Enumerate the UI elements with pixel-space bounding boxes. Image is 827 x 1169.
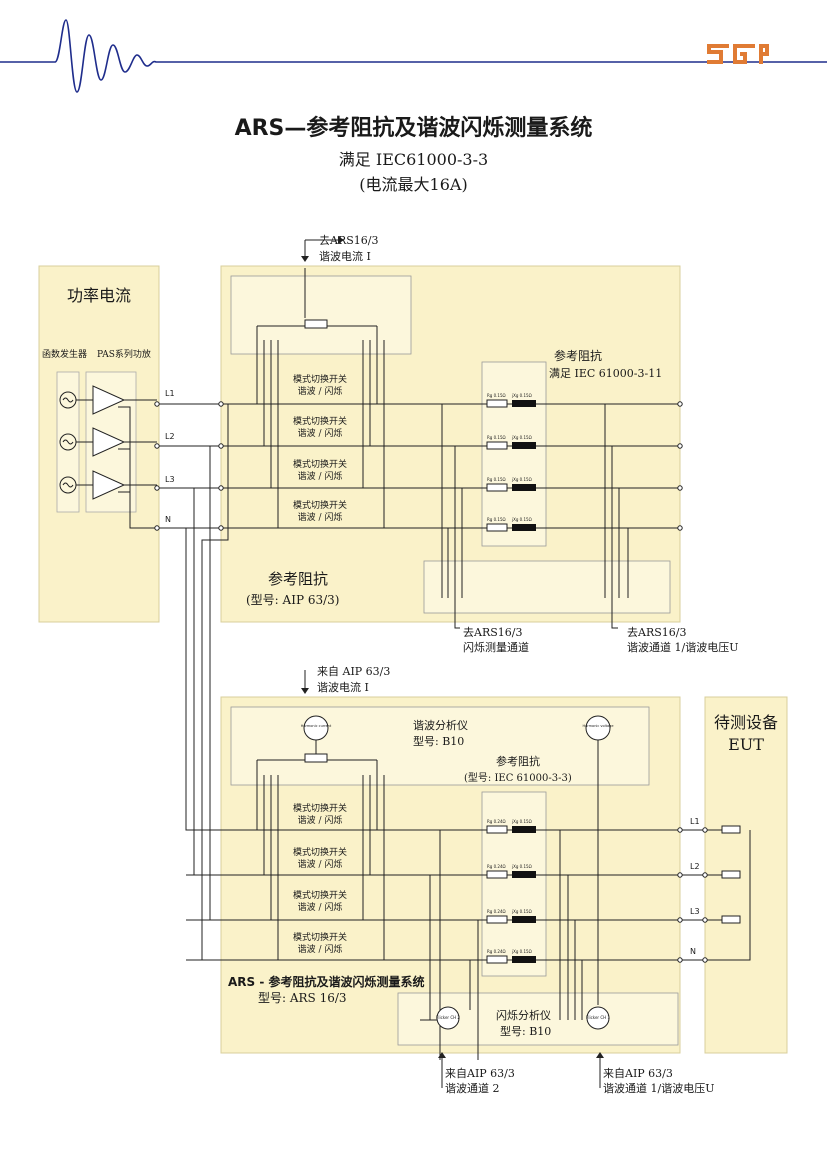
aip-imp-l-4: jXg 0.15Ω: [511, 517, 532, 522]
ars-in-note-1: 来自 AIP 63/3: [317, 665, 390, 678]
harm-current-label: Harmonic current: [301, 724, 332, 728]
aip-top-note-1: 去ARS16/3: [319, 234, 378, 247]
ars-imp-l-3: jXg 0.15Ω: [511, 909, 532, 914]
aip-impedance-box: [481, 361, 547, 547]
aip-switch-4a: 模式切换开关: [293, 499, 347, 511]
ars-model: 型号: ARS 16/3: [258, 991, 347, 1005]
aip-ref-title: 参考阻抗: [554, 348, 602, 363]
current-measure-box: [230, 275, 412, 355]
ars-in-left-2: 谐波通道 2: [445, 1081, 500, 1095]
aip-terminals: [154, 401, 683, 531]
ars-in-right-1: 来自AIP 63/3: [603, 1067, 673, 1080]
harmonic-current-icon: [303, 715, 329, 741]
page-title: ARS—参考阻抗及谐波闪烁测量系统: [234, 116, 593, 141]
harmonic-analyzer-box: [230, 706, 650, 786]
ars-in-right-2: 谐波通道 1/谐波电压U: [603, 1081, 714, 1095]
flicker-model: 型号: B10: [500, 1024, 551, 1038]
aip-name: 参考阻抗: [268, 570, 328, 588]
ars-switch-3b: 谐波 / 闪烁: [298, 901, 343, 913]
current-sensor: [304, 319, 328, 329]
aip-ref-std: 满足 IEC 61000-3-11: [549, 367, 662, 380]
ars-in-note-2: 谐波电流 I: [317, 680, 369, 694]
aip-impedances: [486, 399, 536, 532]
eut-sub: EUT: [728, 735, 764, 754]
ars-switch-4b: 谐波 / 闪烁: [298, 943, 343, 955]
aip-out-right-2: 谐波通道 1/谐波电压U: [627, 640, 738, 654]
aip-switch-2b: 谐波 / 闪烁: [298, 427, 343, 439]
ars-imp-l-2: jXg 0.15Ω: [511, 864, 532, 869]
ars-impedances: [486, 825, 536, 964]
ars-analyzer-model: 型号: B10: [413, 734, 464, 748]
aip-switch-1b: 谐波 / 闪烁: [298, 385, 343, 397]
ars-in-left-1: 来自AIP 63/3: [445, 1067, 515, 1080]
ars-switch-3a: 模式切换开关: [293, 889, 347, 901]
ars-ref-title: 参考阻抗: [496, 754, 540, 768]
ars-switch-1a: 模式切换开关: [293, 802, 347, 814]
aip-switch-2a: 模式切换开关: [293, 415, 347, 427]
ars-imp-r-1: Rg 0.24Ω: [487, 819, 506, 824]
amplifiers: [92, 385, 126, 500]
aip-imp-r-3: Rg 0.15Ω: [487, 477, 506, 482]
eut-phase-l3: L3: [690, 907, 700, 916]
aip-out-left-1: 去ARS16/3: [463, 626, 522, 639]
ars-switch-4a: 模式切换开关: [293, 931, 347, 943]
aip-imp-r-2: Rg 0.15Ω: [487, 435, 506, 440]
flicker-ch2-label: Flicker CH 2: [436, 1015, 460, 1020]
ars-current-sensor: [304, 753, 328, 763]
page-subtitle: 满足 IEC61000-3-3: [338, 150, 489, 169]
ars-imp-r-3: Rg 0.24Ω: [487, 909, 506, 914]
aip-switch-4b: 谐波 / 闪烁: [298, 511, 343, 523]
eut-phase-n: N: [690, 947, 696, 956]
header-waveform: [0, 19, 827, 93]
aip-imp-l-3: jXg 0.15Ω: [511, 477, 532, 482]
header-decoration: [0, 19, 827, 93]
eut-phase-l1: L1: [690, 817, 700, 826]
flicker-ch1-label: Flicker CH 1: [586, 1015, 610, 1020]
ars-imp-l-1: jXg 0.15Ω: [511, 819, 532, 824]
ars-imp-l-4: jXg 0.15Ω: [511, 949, 532, 954]
phase-label-l1: L1: [165, 389, 175, 398]
aip-top-note-2: 谐波电流 I: [319, 249, 371, 263]
phase-label-n: N: [165, 515, 171, 524]
amp-label: PAS系列功放: [97, 348, 151, 360]
aip-imp-r-1: Rg 0.15Ω: [487, 393, 506, 398]
flicker-ch1-icon: [586, 1006, 610, 1030]
phase-label-l2: L2: [165, 432, 175, 441]
flicker-ch2-icon: [436, 1006, 460, 1030]
aip-switch-3b: 谐波 / 闪烁: [298, 470, 343, 482]
aip-switch-3a: 模式切换开关: [293, 458, 347, 470]
ars-switch-2a: 模式切换开关: [293, 846, 347, 858]
func-gen-label: 函数发生器: [42, 348, 87, 360]
ars-impedance-box: [481, 791, 547, 977]
harmonic-voltage-icon: [585, 715, 611, 741]
eut-phase-l2: L2: [690, 862, 700, 871]
aip-imp-l-1: jXg 0.15Ω: [511, 393, 532, 398]
aip-model: (型号: AIP 63/3): [246, 593, 339, 607]
page-note: (电流最大16A): [359, 175, 468, 194]
ars-name: ARS - 参考阻抗及谐波闪烁测量系统: [228, 974, 425, 989]
ars-ref-model: (型号: IEC 61000-3-3): [464, 771, 572, 784]
power-box-title: 功率电流: [67, 286, 131, 305]
company-logo: [707, 44, 769, 64]
aip-out-right-1: 去ARS16/3: [627, 626, 686, 639]
ars-imp-r-2: Rg 0.24Ω: [487, 864, 506, 869]
phase-label-l3: L3: [165, 475, 175, 484]
aip-imp-l-2: jXg 0.15Ω: [511, 435, 532, 440]
ars-switch-2b: 谐波 / 闪烁: [298, 858, 343, 870]
aip-output-box: [423, 560, 671, 614]
eut-title: 待测设备: [714, 713, 778, 732]
ars-switch-1b: 谐波 / 闪烁: [298, 814, 343, 826]
eut-loads: [677, 825, 741, 963]
aip-switch-1a: 模式切换开关: [293, 373, 347, 385]
harm-voltage-label: Harmonic voltage: [582, 724, 613, 728]
aip-imp-r-4: Rg 0.15Ω: [487, 517, 506, 522]
flicker-label: 闪烁分析仪: [496, 1008, 551, 1022]
aip-out-left-2: 闪烁测量通道: [463, 640, 529, 654]
ars-imp-r-4: Rg 0.24Ω: [487, 949, 506, 954]
ars-analyzer: 谐波分析仪: [413, 718, 468, 732]
